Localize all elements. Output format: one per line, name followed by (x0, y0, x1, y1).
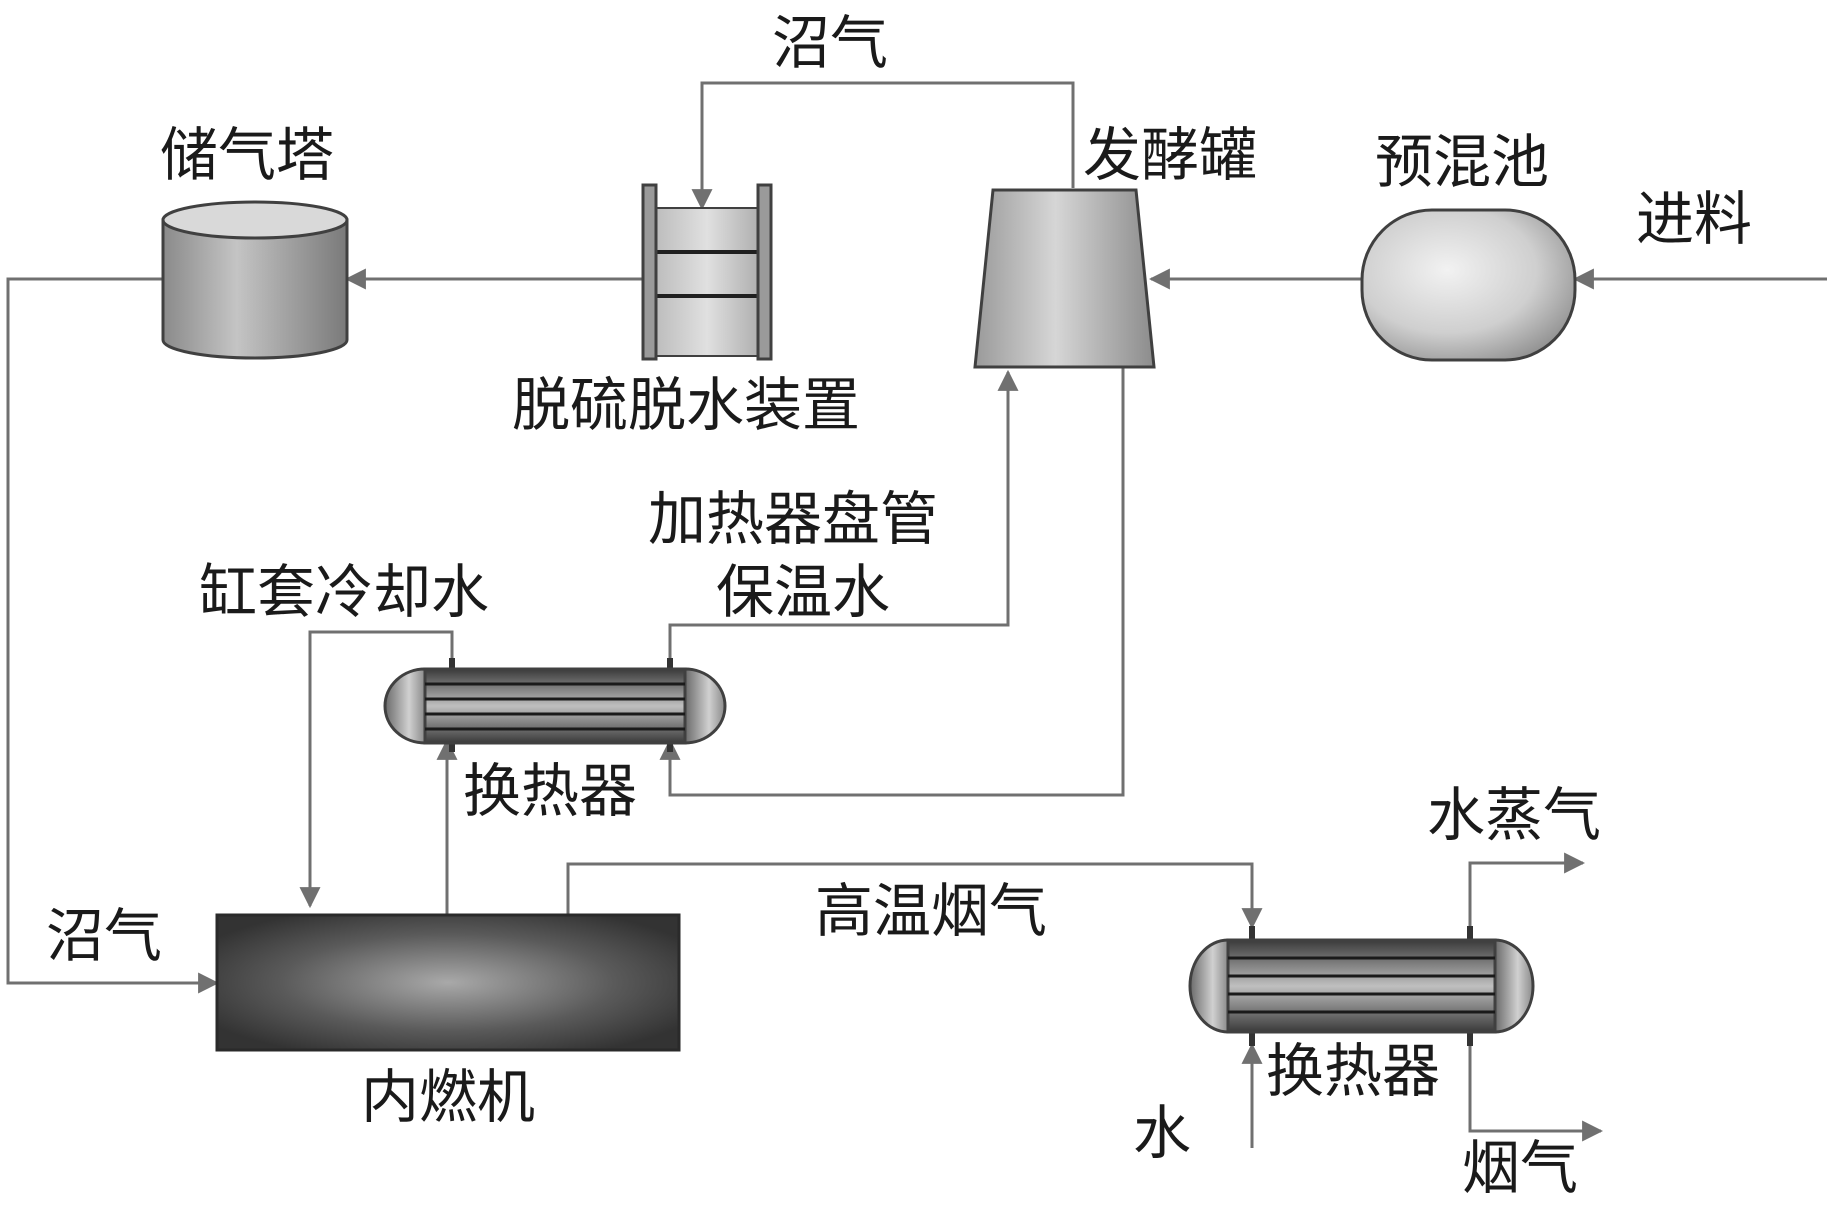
hot-flue-pipe (566, 862, 1263, 930)
label-heater-coil: 加热器盘管 (648, 485, 939, 553)
label-desulfurizer: 脱硫脱水装置 (512, 371, 861, 439)
heat-exchanger-2 (1188, 926, 1535, 1046)
desulfurizer-unit (641, 183, 773, 361)
label-warm-water: 保温水 (716, 558, 891, 626)
premix-tank (1360, 208, 1577, 362)
label-jacket-water: 缸套冷却水 (199, 558, 490, 626)
tower-to-engine-pipe (6, 277, 220, 994)
label-hx2: 换热器 (1266, 1037, 1441, 1105)
gas-storage-tower (161, 200, 349, 360)
label-feed: 进料 (1636, 185, 1753, 253)
label-premix: 预混池 (1375, 128, 1550, 196)
label-biogas-left: 沼气 (46, 902, 163, 970)
label-fermenter: 发酵罐 (1083, 121, 1258, 189)
warm-water-pipe (668, 369, 1019, 660)
flue-out-pipe (1468, 1034, 1604, 1142)
combustion-engine (215, 913, 681, 1052)
jacket-water-pipe (299, 630, 454, 909)
heat-exchanger-1 (383, 658, 727, 752)
return-water-pipe (659, 367, 1125, 797)
label-hot-flue: 高温烟气 (815, 877, 1048, 945)
label-hx1: 换热器 (463, 757, 638, 825)
label-steam: 水蒸气 (1427, 781, 1602, 849)
label-gas-tower: 储气塔 (160, 121, 335, 189)
fermentation-tank (973, 188, 1156, 369)
label-engine: 内燃机 (361, 1063, 536, 1131)
label-biogas-top: 沼气 (772, 9, 889, 77)
fermenter-to-desulfurizer-pipe (691, 81, 1075, 211)
steam-pipe (1468, 852, 1586, 940)
label-flue-out: 烟气 (1462, 1134, 1579, 1202)
label-water: 水 (1133, 1099, 1192, 1167)
